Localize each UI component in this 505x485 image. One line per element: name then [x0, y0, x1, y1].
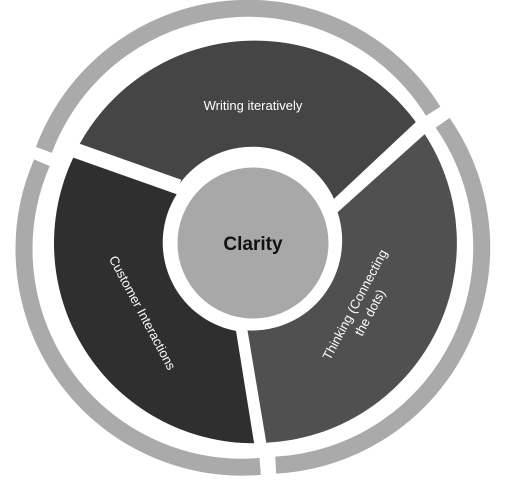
- outer-ring-arc-top: [35, 0, 441, 153]
- segment-label-writing-iteratively: Writing iteratively: [204, 98, 303, 113]
- segment-writing-iteratively: [78, 40, 418, 201]
- outer-ring-arc-right: [275, 117, 491, 474]
- segment-thinking: [247, 134, 457, 443]
- separator-top-left: [73, 142, 182, 188]
- separator-bottom: [239, 330, 269, 466]
- segment-customer-interactions: [54, 157, 255, 444]
- outer-ring-arc-left: [15, 159, 261, 476]
- center-label: Clarity: [223, 234, 283, 255]
- center-circle: [168, 158, 338, 328]
- separator-right: [332, 117, 427, 207]
